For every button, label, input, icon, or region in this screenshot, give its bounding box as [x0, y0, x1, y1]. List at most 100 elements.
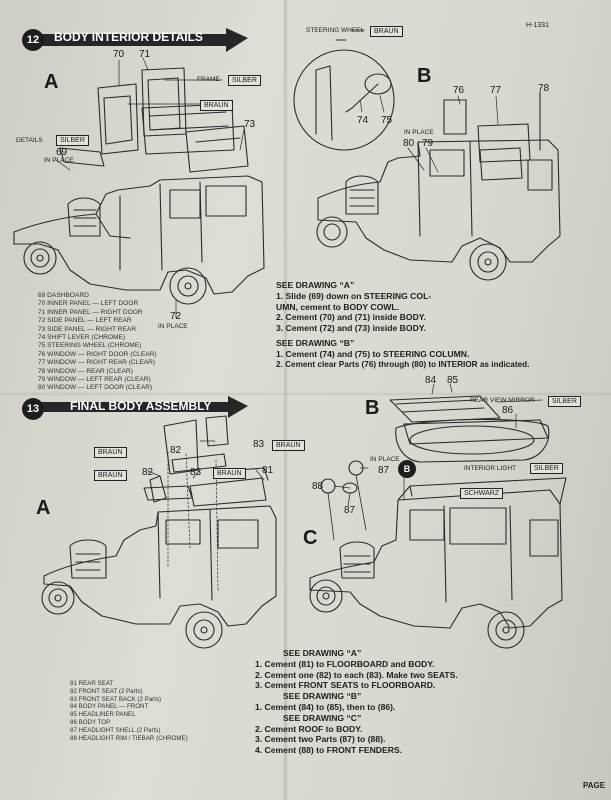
instr-13-b1: 1. Cement (84) to (85), then to (86). — [255, 701, 396, 712]
callout-86: 86 — [502, 405, 514, 416]
part-81: 81 REAR SEAT — [70, 680, 114, 687]
step-12-parts-list: 69 DASHBOARD 70 INNER PANEL — LEFT DOOR … — [38, 292, 157, 393]
step-13-title: FINAL BODY ASSEMBLY — [70, 399, 212, 413]
page-label: PAGE — [583, 781, 606, 790]
callout-82-top: 82 — [170, 445, 182, 456]
color-tag-silber-light: SILBER — [530, 463, 563, 474]
part-76: 76 WINDOW — RIGHT DOOR (CLEAR) — [38, 350, 157, 358]
step-13-instructions: SEE DRAWING “A” 1. Cement (81) to FLOORB… — [255, 648, 585, 756]
drawing-a-label-13: A — [36, 497, 51, 519]
callout-73: 73 — [244, 119, 256, 130]
kit-number: H-1331 — [526, 22, 549, 29]
part-72: 72 SIDE PANEL — LEFT REAR — [38, 317, 132, 325]
callout-83: 83 — [190, 467, 202, 478]
b-reference-marker: B — [398, 460, 416, 478]
callout-87: 87 — [344, 505, 356, 516]
car-illustration-13a — [41, 415, 277, 649]
part-86: 86 BODY TOP — [70, 718, 111, 726]
color-tag-braun-3: BRAUN — [94, 470, 127, 481]
instr-12-a1-cont: UMN, cement to BODY COWL. — [276, 301, 400, 312]
callout-69: 69 — [56, 147, 68, 158]
car-illustration-12a — [13, 57, 265, 319]
car-illustration-12b — [293, 29, 561, 281]
callout-78: 78 — [538, 83, 550, 94]
color-tag-braun-steering: BRAUN — [370, 26, 403, 37]
callout-80: 80 — [403, 138, 415, 149]
color-tag-silber-details: SILBER — [56, 135, 89, 146]
frame-label: FRAME — [197, 76, 220, 83]
step-12-instructions: SEE DRAWING “A” 1. Slide (69) down on ST… — [276, 280, 596, 370]
step-13-number-badge: 13 — [22, 398, 44, 420]
callout-81: 81 — [262, 465, 274, 476]
drawing-c-label-13: C — [303, 527, 318, 549]
part-83: 83 FRONT SEAT BACK (2 Parts) — [70, 695, 162, 703]
instr-13-c2: 2. Cement ROOF to BODY. — [255, 723, 363, 734]
instr-12-heading-a: SEE DRAWING “A” — [276, 280, 355, 290]
step-12-number-badge: 12 — [22, 29, 44, 51]
callout-76: 76 — [453, 85, 465, 96]
part-71: 71 INNER PANEL — RIGHT DOOR — [38, 308, 143, 316]
instr-13-a1: 1. Cement (81) to FLOORBOARD and BODY. — [255, 658, 435, 669]
color-tag-braun-1: BRAUN — [94, 447, 127, 458]
in-place-label-72: IN PLACE — [158, 323, 188, 330]
roof-parts-illustration-13b — [389, 383, 550, 463]
callout-87-top: 87 — [378, 465, 390, 476]
instr-12-a1: 1. Slide (69) down on STEERING COL- — [276, 290, 432, 301]
callout-79: 79 — [422, 138, 434, 149]
instr-13-c3: 3. Cement two Parts (87) to (88). — [255, 734, 386, 745]
details-label: DETAILS — [16, 137, 43, 144]
instr-13-a3: 3. Cement FRONT SEATS to FLOORBOARD. — [255, 680, 436, 691]
instr-12-a2: 2. Cement (70) and (71) inside BODY. — [276, 312, 426, 323]
paper-fold — [283, 0, 288, 800]
part-77: 77 WINDOW — RIGHT REAR (CLEAR) — [38, 359, 156, 367]
color-tag-braun: BRAUN — [200, 100, 233, 111]
instr-12-b1: 1. Cement (74) and (75) to STEERING COLU… — [276, 348, 470, 359]
paper-crease — [0, 392, 611, 396]
color-tag-schwarz: SCHWARZ — [460, 488, 504, 499]
step-13-parts-list: 81 REAR SEAT 82 FRONT SEAT (2 Parts) 83 … — [70, 680, 188, 742]
interior-light-label: INTERIOR LIGHT — [464, 465, 517, 472]
part-74: 74 SHIFT LEVER (CHROME) — [38, 334, 126, 342]
part-70: 70 INNER PANEL — LEFT DOOR — [38, 300, 139, 308]
callout-84: 84 — [425, 375, 437, 386]
instr-13-heading-c: SEE DRAWING “C” — [283, 712, 362, 723]
part-87: 87 HEADLIGHT SHELL (2 Parts) — [70, 726, 161, 734]
drawing-b-label-12: B — [417, 65, 432, 87]
part-88: 88 HEADLIGHT RIM / TIEBAR (CHROME) — [70, 734, 188, 742]
callout-88: 88 — [312, 481, 324, 492]
part-80: 80 WINDOW — LEFT DOOR (CLEAR) — [38, 384, 153, 392]
instr-13-heading-a: SEE DRAWING “A” — [283, 648, 362, 658]
callout-85: 85 — [447, 375, 459, 386]
callout-70: 70 — [113, 49, 125, 60]
callout-71: 71 — [139, 49, 151, 60]
color-tag-silber-mirror: SILBER — [548, 396, 581, 407]
step-12-title: BODY INTERIOR DETAILS — [54, 30, 203, 44]
color-tag-braun-4: BRAUN — [213, 468, 246, 479]
instr-13-a2: 2. Cement one (82) to each (83). Make tw… — [255, 669, 458, 680]
instr-13-heading-b: SEE DRAWING “B” — [283, 691, 362, 702]
in-place-label-87: IN PLACE — [370, 456, 400, 463]
in-place-label-80: IN PLACE — [404, 129, 434, 136]
callout-82: 82 — [142, 467, 154, 478]
rear-view-mirror-label: REAR VIEW MIRROR — [470, 397, 535, 404]
part-84: 84 BODY PANEL — FRONT — [70, 703, 149, 711]
part-73: 73 SIDE PANEL — RIGHT REAR — [38, 325, 137, 333]
car-illustration-13c — [309, 460, 567, 649]
part-75: 75 STEERING WHEEL (CHROME) — [38, 342, 142, 350]
instr-12-a3: 3. Cement (72) and (73) inside BODY. — [276, 323, 426, 334]
callout-72: 72 — [170, 311, 182, 322]
color-tag-silber: SILBER — [228, 75, 261, 86]
part-69: 69 DASHBOARD — [38, 292, 89, 299]
part-79: 79 WINDOW — LEFT REAR (CLEAR) — [38, 376, 151, 384]
drawing-b-label-13: B — [365, 397, 380, 419]
instr-12-b2: 2. Cement clear Parts (76) through (80) … — [276, 359, 530, 369]
part-78: 78 WINDOW — REAR (CLEAR) — [38, 367, 133, 375]
part-82: 82 FRONT SEAT (2 Parts) — [70, 687, 143, 695]
callout-83-top: 83 — [253, 439, 265, 450]
steering-wheel-label: STEERING WHEEL — [306, 27, 365, 34]
drawing-a-label-12: A — [44, 71, 59, 93]
instr-12-heading-b: SEE DRAWING “B” — [276, 337, 355, 348]
instr-13-c4: 4. Cement (88) to FRONT FENDERS. — [255, 745, 403, 756]
